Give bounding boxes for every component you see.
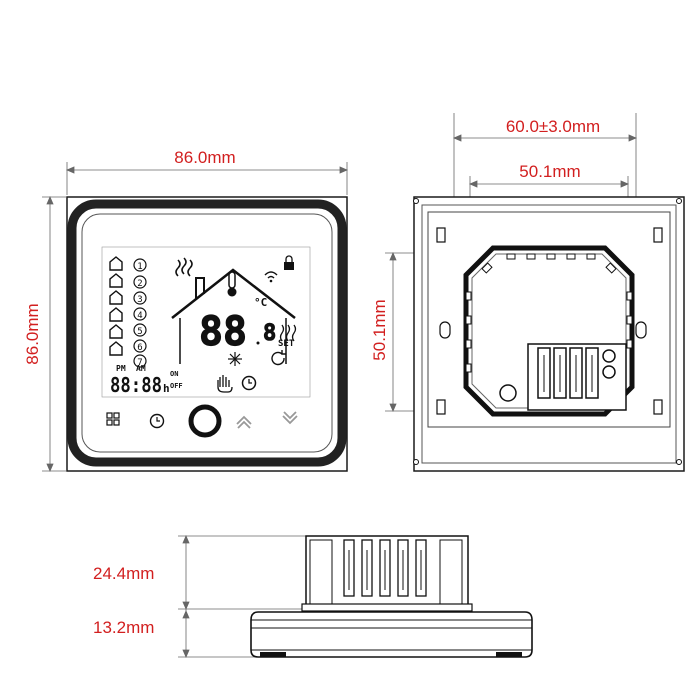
on-label: ON [170,370,178,378]
front-view: 86.0mm 86.0mm [23,148,349,473]
hour-suffix: h [163,382,170,395]
period-number-5: 5 [137,327,142,337]
period-number-3: 3 [137,295,142,305]
decimal-dot [256,341,260,345]
back-mounting-window [427,211,671,428]
menu-grid-icon [106,412,113,419]
front-height-dimension [42,195,66,473]
back-inner-height-label: 50.1mm [370,299,389,360]
screw-hole-bottom-right [676,459,682,465]
clock-digits: 88:88 [110,373,162,397]
lock-icon [284,255,294,270]
side-terminal-pins [348,550,422,590]
thermometer-icon [227,271,237,297]
period-number-2: 2 [137,279,142,289]
power-ring-icon [188,404,222,438]
side-upper-depth-label: 24.4mm [93,564,154,583]
chevron-down-icon[interactable] [282,411,298,425]
side-panel-notch-right [496,652,522,657]
celsius-unit: °C [254,296,267,309]
period-numbers: 1 2 3 4 5 6 7 [133,258,147,368]
set-digit: 8 [263,321,276,346]
side-collar [301,603,473,612]
period-number-7: 7 [137,358,142,368]
mode-icons-column [109,256,123,356]
wifi-icon [264,271,278,279]
side-panel-notch-left [260,652,286,657]
period-number-1: 1 [137,262,142,272]
back-clips [436,227,663,415]
front-bezel [67,199,347,467]
temperature-digits: 88 [199,309,247,355]
am-label: AM [136,364,146,373]
side-view: 24.4mm 13.2mm [93,534,533,659]
back-view: 60.0±3.0mm 50.1mm 50.1mm [370,113,685,472]
off-label: OFF [170,382,183,390]
back-plate-inner [421,204,677,464]
terminal-block [499,343,627,411]
mode-house-icon-3 [109,290,123,305]
terminal-screw-top [602,349,616,363]
mode-house-icon-2 [109,273,123,288]
front-width-label: 86.0mm [174,148,235,167]
hand-icon [217,375,233,393]
heating-waves-icon [175,257,193,277]
lcd-window [101,246,311,398]
clock-icon [149,413,165,429]
touch-buttons [106,404,298,438]
sensor-port [499,384,517,402]
side-depth-dimensions [178,534,306,659]
refresh-icon [271,350,286,366]
mode-house-icon-4 [109,307,123,322]
screw-hole-top-right [676,198,682,204]
module-tabs [465,253,633,373]
chevron-up-icon[interactable] [236,415,252,429]
house-chimney [195,277,205,300]
set-label: SET [278,339,295,349]
side-lower-depth-label: 13.2mm [93,618,154,637]
mode-house-icon-1 [109,256,123,271]
mode-house-icon-5 [109,324,123,339]
back-inner-width-label: 50.1mm [519,162,580,181]
mode-house-icon-6 [109,341,123,356]
schedule-clock-icon [241,375,257,391]
clock-button[interactable] [149,413,165,429]
power-button[interactable] [188,404,222,438]
terminal-screw-bottom [602,365,616,379]
period-number-6: 6 [137,343,142,353]
front-height-label: 86.0mm [23,303,42,364]
menu-grid-button[interactable] [106,412,120,426]
front-width-dimension [65,162,349,195]
period-number-4: 4 [137,311,142,321]
floor-heat-icon [279,324,297,342]
house-base [179,318,287,364]
lcd-display: 1 2 3 4 5 6 7 PM AM 88:88 h ON OFF [101,246,311,398]
screw-hole-top-left [413,198,419,204]
side-front-panel [250,611,533,658]
back-span-label: 60.0±3.0mm [506,117,600,136]
screw-hole-bottom-left [413,459,419,465]
pm-label: PM [116,364,126,373]
snowflake-icon [228,352,242,366]
front-bezel-inner-line [81,213,333,453]
house-outline-icon [171,268,296,319]
